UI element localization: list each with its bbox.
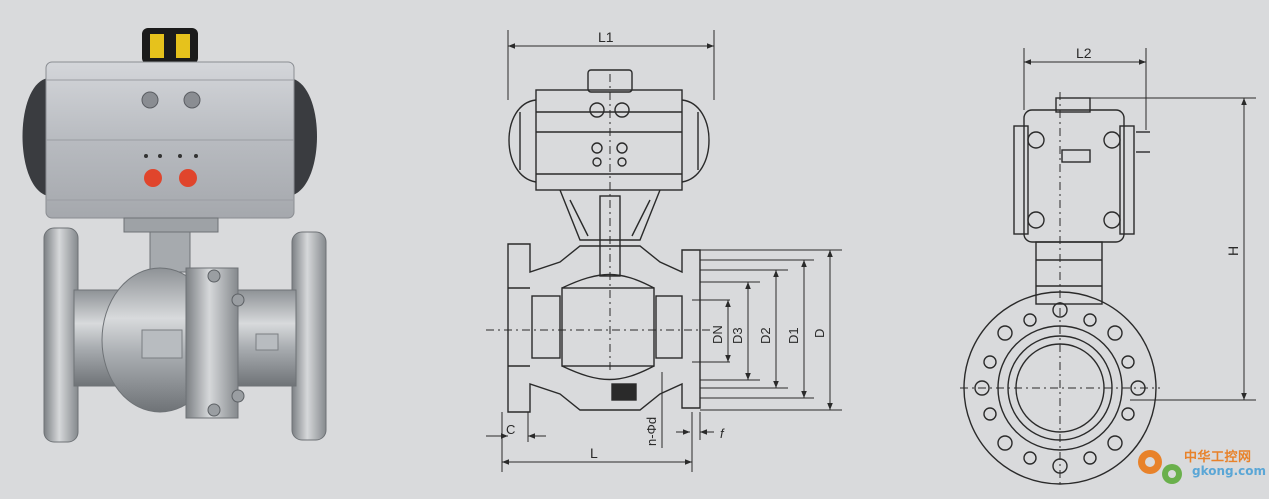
label-l2: L2 (1076, 45, 1092, 61)
label-bolt-holes: n-Φd (644, 417, 659, 446)
air-port-red (144, 169, 162, 187)
label-d1: D1 (786, 327, 801, 344)
flange-left (43, 227, 79, 443)
watermark-url: gkong.com (1192, 464, 1267, 478)
label-l: L (590, 445, 598, 461)
label-c: C (506, 422, 515, 437)
flange-right (291, 231, 327, 441)
watermark: 中华工控网 gkong.com (1134, 440, 1267, 490)
actuator-endcap-right (290, 78, 317, 196)
body-flange-joint (185, 267, 239, 419)
valve-photo (22, 28, 327, 443)
label-d2: D2 (758, 327, 773, 344)
label-dn: DN (710, 325, 725, 344)
actuator-endcap-left (22, 78, 48, 196)
label-d3: D3 (730, 327, 745, 344)
watermark-cn: 中华工控网 (1184, 450, 1252, 465)
label-h: H (1225, 246, 1241, 256)
air-port-red (179, 169, 197, 187)
gear-logo-icon (1138, 450, 1182, 484)
label-l1: L1 (598, 29, 614, 45)
side-view-drawing (960, 48, 1256, 485)
front-view-drawing (486, 30, 842, 472)
label-f: f (720, 426, 725, 441)
label-d: D (812, 329, 827, 338)
